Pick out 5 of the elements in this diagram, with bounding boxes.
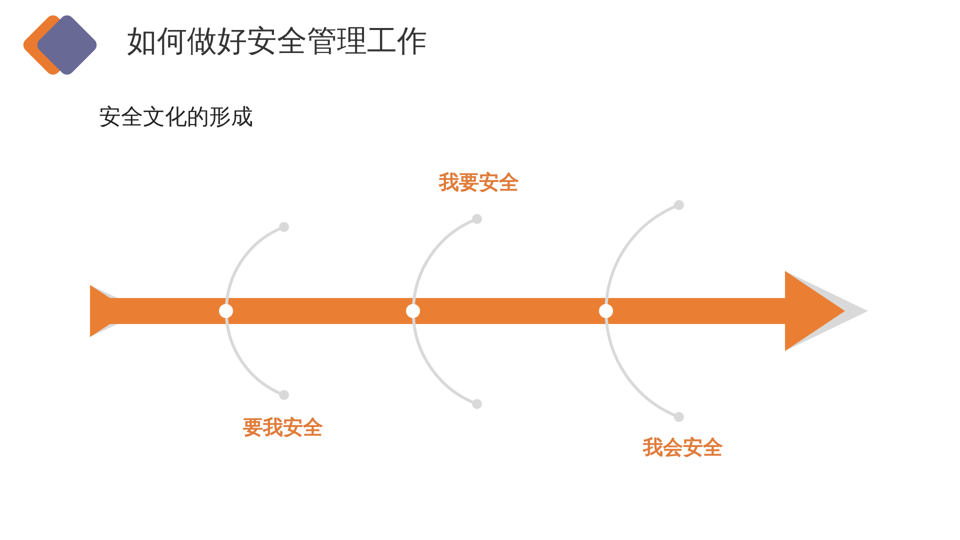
subtitle: 安全文化的形成 — [99, 105, 253, 132]
slide-title: 如何做好安全管理工作 — [127, 24, 427, 60]
stage-label: 我要安全 — [439, 170, 519, 194]
stage-label: 要我安全 — [243, 415, 323, 439]
stage-label: 我会安全 — [643, 435, 723, 459]
